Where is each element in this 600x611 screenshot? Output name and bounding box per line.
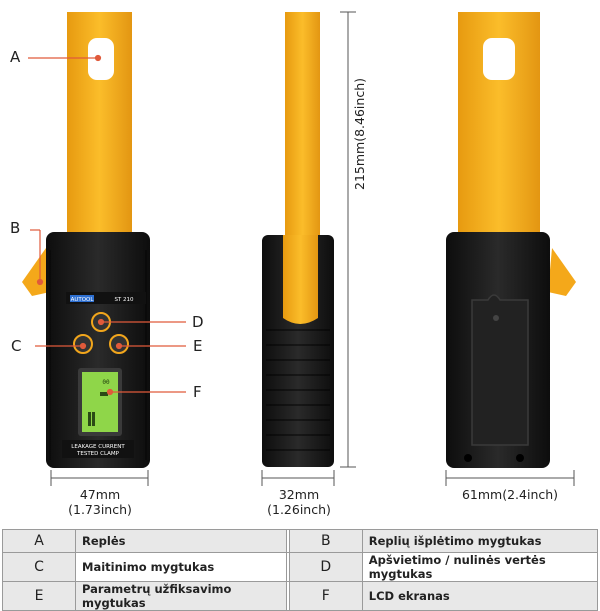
brand-text: AUTOOL — [71, 297, 95, 303]
callout-b: B — [10, 219, 21, 237]
legend-value: LCD ekranas — [361, 581, 599, 611]
bottom-plate — [62, 440, 134, 458]
battery-screw — [493, 315, 499, 321]
legend-key: E — [2, 581, 76, 611]
jaw-trigger — [22, 248, 50, 296]
legend-key: A — [2, 529, 76, 553]
foot-right — [516, 454, 524, 462]
callout-e: E — [193, 337, 203, 355]
back-width-dimension — [445, 470, 575, 486]
bottom-line2: TESTED CLAMP — [76, 451, 120, 457]
side-jaw — [285, 12, 320, 240]
callout-f: F — [193, 383, 202, 401]
back-jaw — [458, 12, 540, 240]
height-label: 215mm(8.46inch) — [352, 78, 367, 190]
front-width-label: 47mm (1.73inch) — [50, 487, 150, 517]
side-depth-label: 32mm (1.26inch) — [249, 487, 349, 517]
side-view — [262, 12, 334, 467]
battery-cover — [471, 294, 529, 446]
front-body — [46, 232, 150, 468]
legend-key: D — [288, 552, 363, 582]
bottom-line1: LEAKAGE CURRENT — [71, 444, 125, 450]
legend-table: A Replės B Replių išplėtimo mygtukas C M… — [2, 529, 599, 611]
callout-d: D — [192, 313, 204, 331]
grip-ribs — [49, 250, 147, 460]
front-view — [22, 12, 150, 468]
side-ribs — [266, 329, 330, 451]
lcd-digits: 00 — [102, 379, 110, 386]
legend-key: C — [2, 552, 76, 582]
model-text: ST 210 — [114, 297, 134, 303]
foot-left — [464, 454, 472, 462]
lcd-screen — [82, 372, 118, 432]
front-width-mm: 47mm — [79, 487, 121, 502]
brand-badge — [70, 295, 94, 302]
legend-value: Replių išplėtimo mygtukas — [361, 529, 599, 553]
side-depth-in: (1.26inch) — [267, 502, 331, 517]
legend-row: C Maitinimo mygtukas D Apšvietimo / nuli… — [2, 552, 599, 582]
front-width-dimension — [50, 470, 149, 486]
callout-a: A — [10, 48, 21, 66]
legend-value: Maitinimo mygtukas — [75, 552, 287, 582]
front-callouts — [28, 54, 186, 396]
side-depth-mm: 32mm — [278, 487, 320, 502]
front-jaw — [67, 12, 132, 240]
front-width-in: (1.73inch) — [68, 502, 132, 517]
lcd-segments — [88, 392, 108, 426]
jaw-opening — [88, 38, 114, 80]
legend-value: Parametrų užfiksavimo mygtukas — [75, 581, 287, 611]
legend-value: Apšvietimo / nulinės vertės mygtukas — [361, 552, 599, 582]
back-view — [446, 12, 576, 468]
legend-key: B — [288, 529, 363, 553]
side-depth-dimension — [261, 470, 335, 486]
callout-c: C — [11, 337, 22, 355]
legend-row: A Replės B Replių išplėtimo mygtukas — [2, 529, 599, 553]
height-dimension — [340, 11, 356, 468]
legend-key: F — [288, 581, 363, 611]
back-width-label: 61mm(2.4inch) — [461, 487, 559, 502]
back-jaw-opening — [483, 38, 515, 80]
side-jaw-inset — [283, 235, 318, 324]
legend-value: Replės — [75, 529, 287, 553]
legend-row: E Parametrų užfiksavimo mygtukas F LCD e… — [2, 581, 599, 611]
back-jaw-trigger — [548, 248, 576, 296]
